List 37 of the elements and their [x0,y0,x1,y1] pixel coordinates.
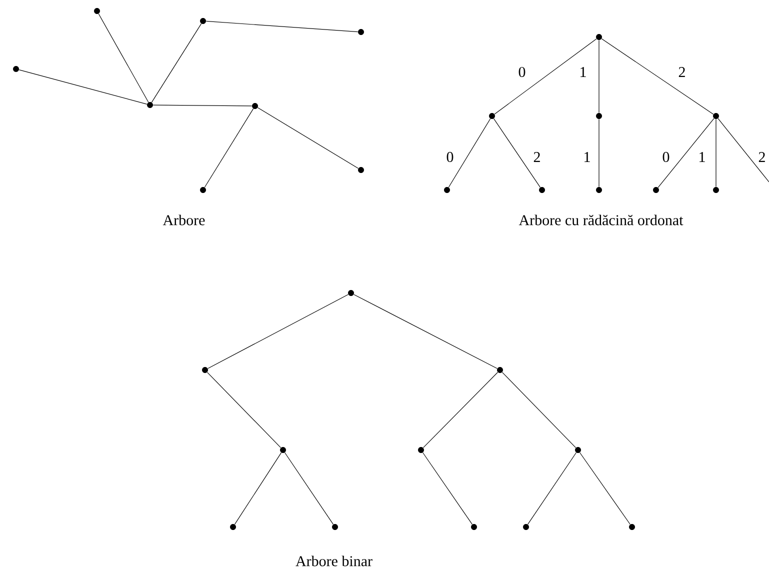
tree-edge [528,452,576,525]
tree-edge [152,104,252,106]
edge-label: 0 [662,152,670,162]
tree-edge [601,38,714,114]
tree-edge [234,452,282,525]
tree-edge [208,294,348,369]
tree-edge [284,452,334,525]
tree-edge [98,13,149,102]
tree-edge [257,107,359,169]
tree-edge [580,452,630,525]
tree-edge [422,452,472,525]
tree-edge [354,294,498,369]
tree-caption: Arbore [162,214,205,226]
edge-label: 0 [518,66,526,78]
tree-edge [422,372,498,448]
tree-edge [598,40,600,114]
tree-edge [502,372,576,448]
tree-caption: Arbore binar [296,556,372,566]
edge-label: 1 [580,67,586,77]
tree-edge [206,20,358,32]
tree-edge [718,118,769,182]
tree-edge [18,70,148,104]
tree-edge [204,108,254,188]
tree-edge [494,118,540,188]
tree-caption: Arbore cu rădăcină ordonat [518,214,684,226]
edge-label: 0 [446,152,454,162]
tree-edge [494,38,597,114]
edge-label: 2 [758,152,765,162]
tree-edge [448,118,491,188]
tree-edge [598,118,600,188]
edge-label: 2 [678,67,685,77]
tree-edge [206,372,282,448]
tree-edge [151,23,202,103]
edge-label: 1 [584,152,590,162]
edge-label: 2 [534,152,540,162]
tree-edge [658,118,714,188]
edge-label: 1 [700,152,705,162]
